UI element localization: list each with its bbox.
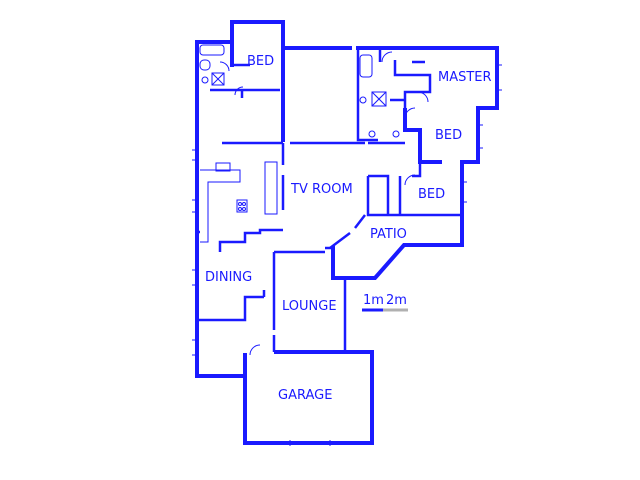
room-label-master: MASTER xyxy=(438,70,492,85)
scale-label-1m: 1m xyxy=(363,293,384,308)
room-label-dining: DINING xyxy=(205,270,252,285)
interior-walls xyxy=(195,48,462,352)
bathroom-fixtures-master xyxy=(249,51,429,356)
room-label-tv-room: TV ROOM xyxy=(290,182,353,197)
room-label-bed-3: BED xyxy=(418,187,445,202)
room-label-lounge: LOUNGE xyxy=(282,299,337,314)
room-label-bed-2: BED xyxy=(435,128,462,143)
bathroom-fixtures-left xyxy=(199,44,244,96)
scale-label-2m: 2m xyxy=(386,293,407,308)
room-label-patio: PATIO xyxy=(370,227,407,242)
fixtures xyxy=(192,64,502,446)
scale-bar: 1m 2m xyxy=(362,293,408,312)
exterior-walls xyxy=(195,20,499,445)
room-label-bed-1: BED xyxy=(247,54,274,69)
room-label-garage: GARAGE xyxy=(278,388,332,403)
